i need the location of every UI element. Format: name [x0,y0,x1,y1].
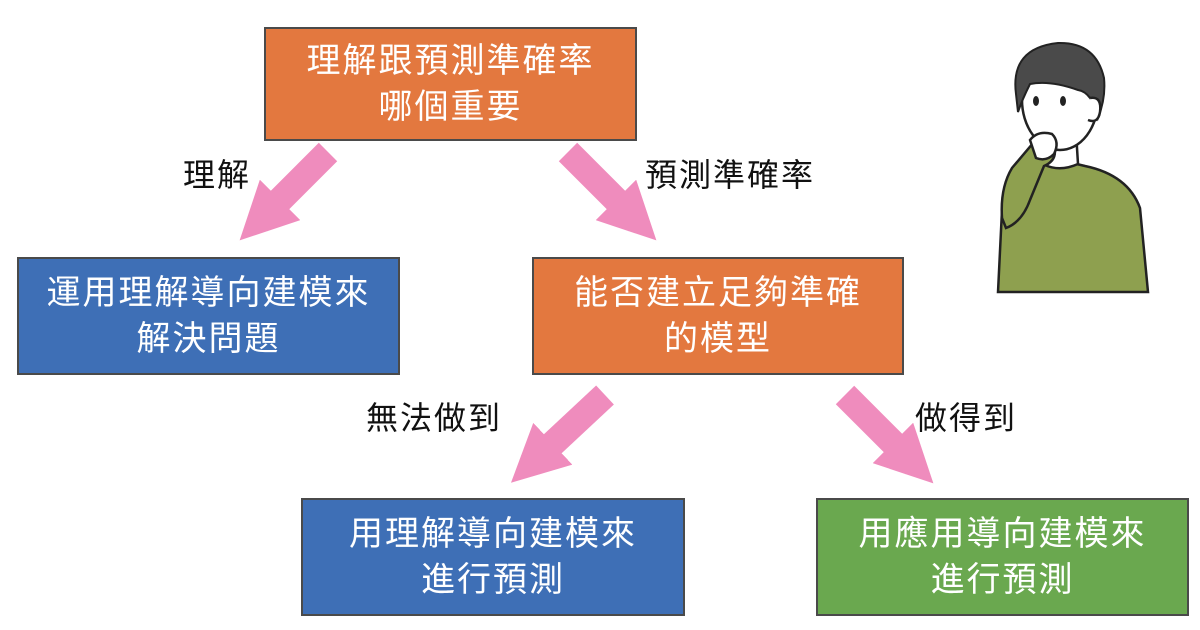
accuracy-decision-line-1: 能否建立足夠準確 [574,273,862,313]
accuracy-decision-box: 能否建立足夠準確 的模型 [532,257,904,375]
arrow-cannot [510,385,614,483]
edge-label-accuracy: 預測準確率 [645,156,816,194]
understanding-solution-line-2: 解決問題 [136,319,281,359]
application-prediction-box: 用應用導向建模來 進行預測 [816,498,1189,616]
edge-label-understanding: 理解 [183,156,252,194]
application-prediction-line-1: 用應用導向建模來 [858,514,1147,554]
question-box: 理解跟預測準確率 哪個重要 [264,27,637,141]
understanding-solution-box: 運用理解導向建模來 解決問題 [17,257,400,375]
understanding-prediction-line-1: 用理解導向建模來 [349,514,637,554]
arrow-can [835,385,934,484]
application-prediction-line-2: 進行預測 [930,560,1075,600]
arrow-understanding [239,142,338,241]
edge-label-cannot: 無法做到 [366,399,503,437]
question-line-2: 哪個重要 [378,87,523,127]
understanding-solution-line-1: 運用理解導向建模來 [46,273,371,313]
question-line-1: 理解跟預測準確率 [306,41,595,81]
arrow-accuracy [558,142,657,241]
accuracy-decision-line-2: 的模型 [664,319,772,359]
edge-label-can: 做得到 [915,399,1018,437]
understanding-prediction-box: 用理解導向建模來 進行預測 [301,498,685,616]
understanding-prediction-line-2: 進行預測 [421,560,565,600]
